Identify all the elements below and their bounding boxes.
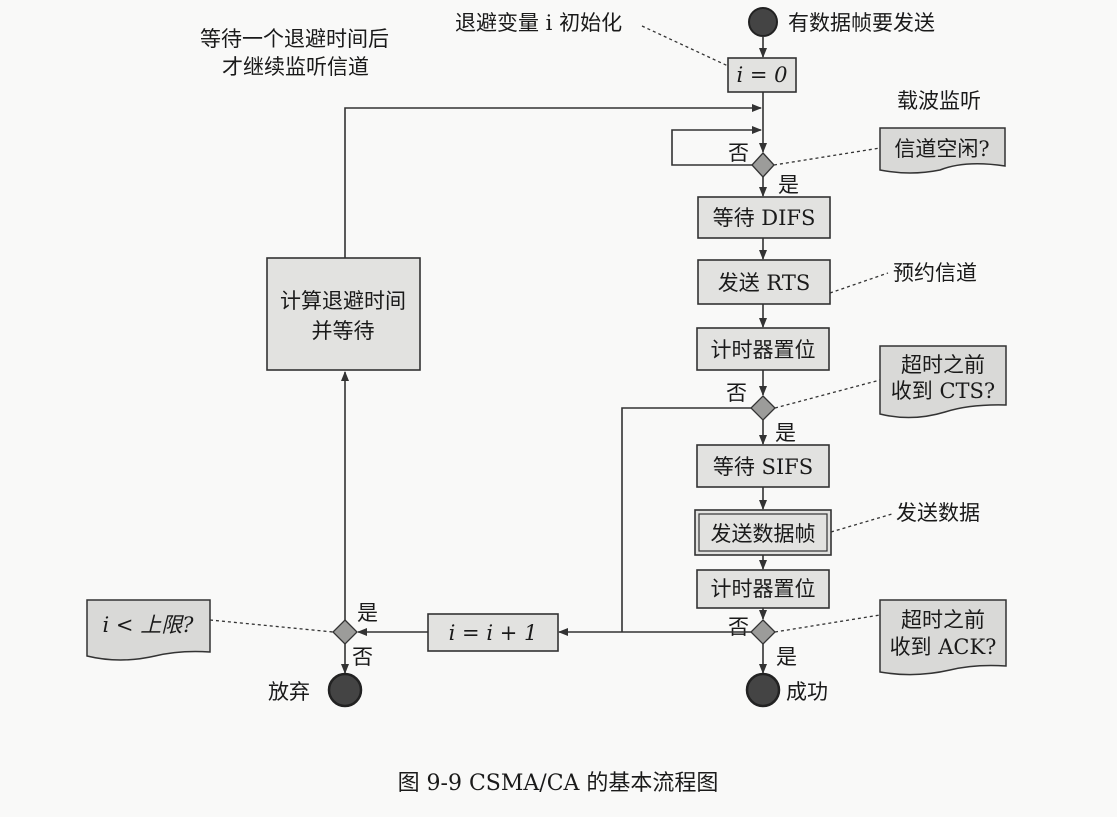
yes-label: 是 <box>357 601 378 625</box>
ack-question-line2: 收到 ACK? <box>890 635 997 659</box>
cts-question-line2: 收到 CTS? <box>891 379 995 403</box>
timer-reset-label-2: 计时器置位 <box>711 577 816 601</box>
limit-question-label: i < 上限? <box>103 613 195 637</box>
no-label: 否 <box>352 645 373 669</box>
channel-idle-decision <box>751 152 775 178</box>
ack-decision <box>750 619 776 645</box>
cts-decision <box>750 395 776 421</box>
yes-label: 是 <box>776 645 797 669</box>
cts-question <box>879 345 1007 419</box>
give-up-node <box>327 672 363 708</box>
wait-difs-label: 等待 DIFS <box>713 206 816 230</box>
channel-idle-question-label: 信道空闲? <box>894 137 989 161</box>
ack-question <box>879 599 1007 676</box>
backoff-box-line1: 计算退避时间 <box>280 289 406 313</box>
no-label: 否 <box>728 615 749 639</box>
wait-difs-box <box>697 196 831 239</box>
increment-box <box>427 613 559 652</box>
backoff-note-line1: 等待一个退避时间后 <box>200 27 389 51</box>
init-box-label: i = 0 <box>736 63 787 87</box>
send-rts-label: 发送 RTS <box>718 271 811 295</box>
success-node <box>745 672 781 708</box>
wait-sifs-box <box>696 444 830 488</box>
channel-idle-question <box>879 127 1006 174</box>
no-label: 否 <box>726 381 747 405</box>
start-label: 有数据帧要发送 <box>788 11 935 35</box>
send-rts-box <box>697 259 831 305</box>
success-label: 成功 <box>786 680 828 704</box>
init-box <box>727 57 797 93</box>
send-frame-label: 发送数据帧 <box>711 522 816 546</box>
backoff-note-line2: 才继续监听信道 <box>222 55 369 79</box>
start-node <box>748 7 778 37</box>
yes-label: 是 <box>775 421 796 445</box>
no-label: 否 <box>728 141 749 165</box>
limit-question <box>86 599 211 661</box>
init-note: 退避变量 i 初始化 <box>455 11 622 35</box>
send-frame-box <box>694 509 832 556</box>
ack-question-line1: 超时之前 <box>901 608 985 632</box>
carrier-sense-note: 载波监听 <box>897 89 981 113</box>
timer-reset-label-1: 计时器置位 <box>711 338 816 362</box>
send-data-note: 发送数据 <box>896 501 980 525</box>
figure-caption: 图 9-9 CSMA/CA 的基本流程图 <box>398 771 719 796</box>
give-up-label: 放弃 <box>268 680 310 704</box>
increment-label: i = i + 1 <box>449 621 538 645</box>
backoff-box-line2: 并等待 <box>312 319 375 343</box>
cts-question-line1: 超时之前 <box>901 353 985 377</box>
yes-label: 是 <box>778 173 799 197</box>
limit-decision <box>332 619 358 645</box>
reserve-channel-note: 预约信道 <box>893 261 977 285</box>
wait-sifs-label: 等待 SIFS <box>713 455 813 479</box>
backoff-box <box>266 257 421 371</box>
